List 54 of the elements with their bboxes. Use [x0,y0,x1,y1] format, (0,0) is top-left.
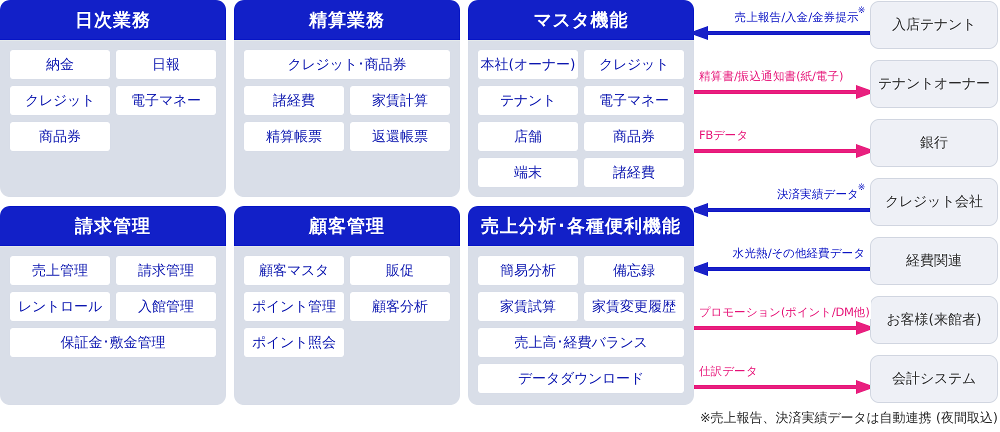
feature-box: 諸経費 [584,158,684,187]
feature-box: 電子マネー [116,86,216,115]
feature-box: テナント [478,86,578,115]
panel-title: マスタ機能 [468,0,694,40]
feature-box: 電子マネー [584,86,684,115]
feature-box: クレジット [584,50,684,79]
feature-box: ポイント管理 [244,292,344,321]
panel-title: 顧客管理 [234,206,460,246]
external-party-box: お客様(来館者) [870,296,998,344]
external-party-box: 経費関連 [870,237,998,285]
feature-box: 精算帳票 [244,122,344,151]
feature-box: クレジット･商品券 [244,50,450,79]
feature-box: 売上管理 [10,256,110,285]
feature-box: データダウンロード [478,364,684,393]
panel-title: 請求管理 [0,206,226,246]
feature-box: 商品券 [584,122,684,151]
external-party-box: 会計システム [870,355,998,403]
feature-box: 家賃計算 [350,86,450,115]
feature-box: 保証金･敷金管理 [10,328,216,357]
feature-box: ポイント照会 [244,328,344,357]
feature-box: 返還帳票 [350,122,450,151]
panel-title: 精算業務 [234,0,460,40]
module-panel [468,206,694,405]
feature-box: 売上高･経費バランス [478,328,684,357]
module-panel [234,206,460,405]
module-panel [0,206,226,405]
feature-box: 諸経費 [244,86,344,115]
external-party-box: 入店テナント [870,1,998,49]
feature-box: 顧客マスタ [244,256,344,285]
footnote: ※売上報告、決済実績データは自動連携 (夜間取込) [700,411,998,427]
feature-box: 顧客分析 [350,292,450,321]
feature-box: 家賃変更履歴 [584,292,684,321]
feature-box: 入館管理 [116,292,216,321]
feature-box: 店舗 [478,122,578,151]
external-party-box: 銀行 [870,119,998,167]
feature-box: 端末 [478,158,578,187]
feature-box: クレジット [10,86,110,115]
panel-title: 売上分析･各種便利機能 [468,206,694,246]
feature-box: 納金 [10,50,110,79]
module-panel [0,0,226,197]
feature-box: 家賃試算 [478,292,578,321]
external-party-box: テナントオーナー [870,60,998,108]
feature-box: 日報 [116,50,216,79]
feature-box: 備忘録 [584,256,684,285]
panel-title: 日次業務 [0,0,226,40]
external-party-box: クレジット会社 [870,178,998,226]
feature-box: 簡易分析 [478,256,578,285]
feature-box: レントロール [10,292,110,321]
feature-box: 本社(オーナー) [478,50,578,79]
module-panel [468,0,694,197]
module-panel [234,0,460,197]
feature-box: 販促 [350,256,450,285]
feature-box: 請求管理 [116,256,216,285]
feature-box: 商品券 [10,122,110,151]
